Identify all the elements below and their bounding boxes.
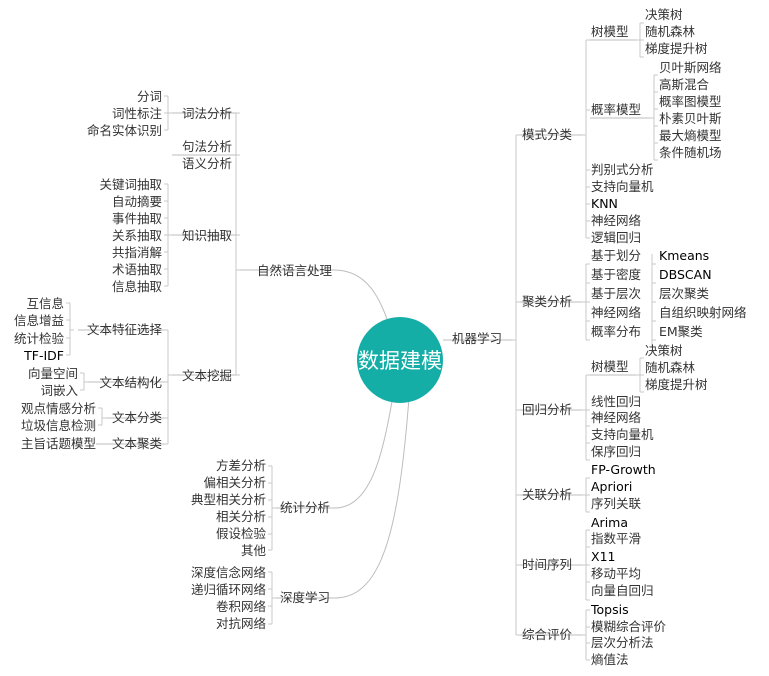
topic-text-structure[interactable]: 文本结构化 xyxy=(99,375,162,390)
leaf-lexical-0[interactable]: 分词 xyxy=(137,89,162,104)
topic-cluster[interactable]: 聚类分析 xyxy=(522,294,572,309)
leaf-pattern-tree-2[interactable]: 梯度提升树 xyxy=(645,41,708,56)
leaf-knowledge-4[interactable]: 共指消解 xyxy=(112,245,162,260)
leaf-pattern-0[interactable]: 判别式分析 xyxy=(591,162,654,177)
leaf-feature-2[interactable]: 统计检验 xyxy=(14,331,65,346)
topic-text-feature[interactable]: 文本特征选择 xyxy=(87,322,163,337)
leaf-classify-1[interactable]: 垃圾信息检测 xyxy=(21,418,96,433)
topic-pattern-prob[interactable]: 概率模型 xyxy=(591,102,641,117)
topic-textmining[interactable]: 文本挖掘 xyxy=(182,368,232,383)
leaf-stats-4[interactable]: 假设检验 xyxy=(216,526,267,541)
leaf-reg-tree-2[interactable]: 梯度提升树 xyxy=(645,377,708,392)
leaf-reg-tree-0[interactable]: 决策树 xyxy=(645,343,683,358)
cluster-algo-4[interactable]: EM聚类 xyxy=(659,324,703,339)
central-topic-label: 数据建模 xyxy=(358,349,442,373)
topic-lexical[interactable]: 词法分析 xyxy=(182,106,232,121)
leaf-pattern-1[interactable]: 支持向量机 xyxy=(591,179,654,194)
connector-lines xyxy=(66,22,658,661)
topic-timeseries[interactable]: 时间序列 xyxy=(522,557,572,572)
cluster-algo-0[interactable]: Kmeans xyxy=(659,248,709,263)
leaf-assoc-1[interactable]: Apriori xyxy=(591,479,632,494)
leaf-stats-2[interactable]: 典型相关分析 xyxy=(191,492,266,507)
topic-text-cluster[interactable]: 文本聚类 xyxy=(112,436,163,451)
leaf-stats-1[interactable]: 偏相关分析 xyxy=(203,475,266,490)
topic-semantic[interactable]: 语义分析 xyxy=(182,156,232,171)
leaf-eval-2[interactable]: 层次分析法 xyxy=(591,635,654,650)
leaf-structure-1[interactable]: 词嵌入 xyxy=(40,383,78,398)
cluster-method-2[interactable]: 基于层次 xyxy=(591,286,641,301)
leaf-reg-1[interactable]: 神经网络 xyxy=(591,410,642,425)
leaf-eval-0[interactable]: Topsis xyxy=(590,602,629,617)
leaf-feature-3[interactable]: TF-IDF xyxy=(23,348,64,363)
leaf-assoc-2[interactable]: 序列关联 xyxy=(591,496,642,511)
topic-regression-tree[interactable]: 树模型 xyxy=(591,359,629,374)
leaf-prob-4[interactable]: 最大熵模型 xyxy=(659,128,722,143)
leaf-classify-0[interactable]: 观点情感分析 xyxy=(21,401,96,416)
leaf-feature-1[interactable]: 信息增益 xyxy=(14,313,64,328)
leaf-stats-0[interactable]: 方差分析 xyxy=(216,458,266,473)
leaf-dl-3[interactable]: 对抗网络 xyxy=(216,616,267,631)
topic-syntax[interactable]: 句法分析 xyxy=(182,139,232,154)
leaf-assoc-0[interactable]: FP-Growth xyxy=(591,462,656,477)
leaf-pattern-4[interactable]: 逻辑回归 xyxy=(591,230,641,245)
leaf-feature-0[interactable]: 互信息 xyxy=(26,296,64,311)
cluster-algo-2[interactable]: 层次聚类 xyxy=(659,286,710,301)
leaf-knowledge-3[interactable]: 关系抽取 xyxy=(112,228,163,243)
cluster-method-0[interactable]: 基于划分 xyxy=(591,248,641,263)
leaf-prob-3[interactable]: 朴素贝叶斯 xyxy=(659,111,722,126)
cluster-algo-3[interactable]: 自组织映射网络 xyxy=(659,305,747,320)
leaf-ts-1[interactable]: 指数平滑 xyxy=(591,531,641,546)
topic-pattern-tree[interactable]: 树模型 xyxy=(591,24,629,39)
leaf-reg-3[interactable]: 保序回归 xyxy=(591,444,641,459)
topic-nlp[interactable]: 自然语言处理 xyxy=(257,263,333,278)
topic-stats[interactable]: 统计分析 xyxy=(280,500,330,515)
leaf-pattern-tree-1[interactable]: 随机森林 xyxy=(645,24,696,39)
leaf-stats-5[interactable]: 其他 xyxy=(241,543,267,558)
leaf-cluster-0[interactable]: 主旨话题模型 xyxy=(21,436,96,451)
cluster-algo-1[interactable]: DBSCAN xyxy=(659,267,712,282)
leaf-eval-3[interactable]: 熵值法 xyxy=(591,652,629,667)
leaf-stats-3[interactable]: 相关分析 xyxy=(216,509,266,524)
topic-knowledge[interactable]: 知识抽取 xyxy=(182,228,233,243)
topic-regression[interactable]: 回归分析 xyxy=(522,402,572,417)
leaf-lexical-2[interactable]: 命名实体识别 xyxy=(87,123,162,138)
leaf-knowledge-2[interactable]: 事件抽取 xyxy=(112,211,163,226)
leaf-reg-0[interactable]: 线性回归 xyxy=(591,394,641,409)
central-topic[interactable]: 数据建模 xyxy=(357,317,443,403)
topic-pattern[interactable]: 模式分类 xyxy=(522,127,573,142)
leaf-prob-1[interactable]: 高斯混合 xyxy=(659,77,710,92)
leaf-dl-1[interactable]: 递归循环网络 xyxy=(191,582,267,597)
leaf-ts-4[interactable]: 向量自回归 xyxy=(591,583,654,598)
leaf-pattern-3[interactable]: 神经网络 xyxy=(591,213,642,228)
leaf-knowledge-0[interactable]: 关键词抽取 xyxy=(99,177,162,192)
leaf-knowledge-5[interactable]: 术语抽取 xyxy=(112,262,163,277)
cluster-method-4[interactable]: 概率分布 xyxy=(591,324,641,339)
leaf-eval-1[interactable]: 模糊综合评价 xyxy=(591,619,667,634)
cluster-method-1[interactable]: 基于密度 xyxy=(591,267,642,282)
leaf-ts-0[interactable]: Arima xyxy=(591,515,628,530)
leaf-ts-2[interactable]: X11 xyxy=(591,549,615,564)
leaf-reg-2[interactable]: 支持向量机 xyxy=(591,427,654,442)
topic-association[interactable]: 关联分析 xyxy=(522,487,572,502)
leaf-dl-0[interactable]: 深度信念网络 xyxy=(191,565,267,580)
leaf-pattern-tree-0[interactable]: 决策树 xyxy=(645,7,683,22)
leaf-prob-0[interactable]: 贝叶斯网络 xyxy=(659,60,722,75)
cluster-method-3[interactable]: 神经网络 xyxy=(591,305,642,320)
central-topic-circle xyxy=(357,317,443,403)
leaf-prob-2[interactable]: 概率图模型 xyxy=(659,94,722,109)
leaf-structure-0[interactable]: 向量空间 xyxy=(28,366,78,381)
topic-machine-learning[interactable]: 机器学习 xyxy=(452,331,502,346)
leaf-pattern-2[interactable]: KNN xyxy=(591,196,618,211)
leaf-reg-tree-1[interactable]: 随机森林 xyxy=(645,360,696,375)
leaf-knowledge-1[interactable]: 自动摘要 xyxy=(112,194,162,209)
leaf-lexical-1[interactable]: 词性标注 xyxy=(112,106,163,121)
leaf-ts-3[interactable]: 移动平均 xyxy=(591,566,641,581)
topic-deep-learning[interactable]: 深度学习 xyxy=(280,590,330,605)
topic-evaluation[interactable]: 综合评价 xyxy=(522,627,573,642)
leaf-dl-2[interactable]: 卷积网络 xyxy=(216,599,267,614)
topic-text-classify[interactable]: 文本分类 xyxy=(112,410,163,425)
leaf-prob-5[interactable]: 条件随机场 xyxy=(659,145,722,160)
leaf-knowledge-6[interactable]: 信息抽取 xyxy=(112,279,163,294)
